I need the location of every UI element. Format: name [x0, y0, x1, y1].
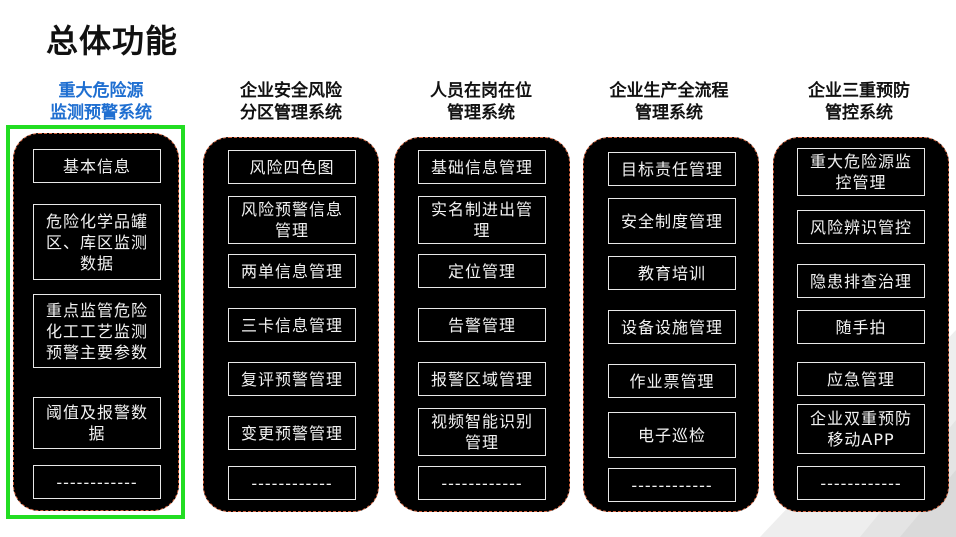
- page-title: 总体功能: [46, 22, 179, 60]
- function-item[interactable]: 基础信息管理: [418, 150, 546, 184]
- function-item[interactable]: ------------: [418, 466, 546, 500]
- function-item[interactable]: 定位管理: [418, 254, 546, 288]
- function-item[interactable]: 重大危险源监控管理: [797, 148, 925, 196]
- column-title-line2: 分区管理系统: [240, 103, 342, 123]
- function-item[interactable]: 重点监管危险化工工艺监测预警主要参数: [33, 294, 161, 368]
- function-item[interactable]: ------------: [797, 466, 925, 500]
- column-header-prevention: 企业三重预防 管控系统: [774, 80, 944, 124]
- function-item[interactable]: 电子巡检: [608, 412, 736, 458]
- function-item[interactable]: ------------: [608, 468, 736, 502]
- function-item[interactable]: 变更预警管理: [228, 416, 356, 450]
- function-item[interactable]: 企业双重预防移动APP: [797, 404, 925, 454]
- function-item[interactable]: 隐患排查治理: [797, 264, 925, 298]
- column-header-personnel: 人员在岗在位 管理系统: [396, 80, 566, 124]
- panel-major-hazard[interactable]: 基本信息 危险化学品罐区、库区监测数据 重点监管危险化工工艺监测预警主要参数 阈…: [13, 133, 179, 511]
- column-title-line1: 重大危险源: [58, 81, 144, 101]
- panel-prevention[interactable]: 重大危险源监控管理 风险辨识管控 隐患排查治理 随手拍 应急管理 企业双重预防移…: [773, 137, 949, 512]
- function-item[interactable]: 三卡信息管理: [228, 308, 356, 342]
- function-item[interactable]: 两单信息管理: [228, 254, 356, 288]
- function-item[interactable]: 视频智能识别管理: [418, 408, 546, 456]
- function-item[interactable]: 危险化学品罐区、库区监测数据: [33, 204, 161, 280]
- function-item[interactable]: 实名制进出管理: [418, 196, 546, 244]
- function-item[interactable]: ------------: [228, 466, 356, 500]
- panel-production[interactable]: 目标责任管理 安全制度管理 教育培训 设备设施管理 作业票管理 电子巡检 ---…: [583, 137, 759, 512]
- column-header-risk-zoning: 企业安全风险 分区管理系统: [206, 80, 376, 124]
- function-item[interactable]: 报警区域管理: [418, 362, 546, 396]
- column-title-line2: 管理系统: [635, 103, 703, 123]
- function-item[interactable]: 基本信息: [33, 149, 161, 183]
- column-title-line1: 企业安全风险: [240, 81, 342, 101]
- column-header-major-hazard: 重大危险源 监测预警系统: [16, 80, 186, 124]
- column-title-line2: 管控系统: [825, 103, 893, 123]
- function-item[interactable]: 作业票管理: [608, 364, 736, 398]
- column-title-line1: 人员在岗在位: [430, 81, 532, 101]
- column-title-line2: 管理系统: [447, 103, 515, 123]
- function-item[interactable]: 安全制度管理: [608, 198, 736, 244]
- function-item[interactable]: 告警管理: [418, 308, 546, 342]
- function-item[interactable]: 设备设施管理: [608, 310, 736, 344]
- function-item[interactable]: 目标责任管理: [608, 152, 736, 186]
- column-title-line1: 企业三重预防: [808, 81, 910, 101]
- panel-risk-zoning[interactable]: 风险四色图 风险预警信息管理 两单信息管理 三卡信息管理 复评预警管理 变更预警…: [203, 137, 379, 512]
- selected-column-highlight: [6, 125, 185, 519]
- panel-personnel[interactable]: 基础信息管理 实名制进出管理 定位管理 告警管理 报警区域管理 视频智能识别管理…: [394, 137, 570, 512]
- function-item[interactable]: 阈值及报警数据: [33, 397, 161, 449]
- column-title-line2: 监测预警系统: [50, 103, 152, 123]
- function-item[interactable]: 风险四色图: [228, 150, 356, 184]
- column-header-production: 企业生产全流程 管理系统: [584, 80, 754, 124]
- function-item[interactable]: 复评预警管理: [228, 362, 356, 396]
- function-item[interactable]: 风险辨识管控: [797, 210, 925, 244]
- function-item[interactable]: 风险预警信息管理: [228, 196, 356, 244]
- function-item[interactable]: 教育培训: [608, 256, 736, 290]
- function-item[interactable]: ------------: [33, 465, 161, 499]
- function-item[interactable]: 应急管理: [797, 362, 925, 396]
- function-item[interactable]: 随手拍: [797, 310, 925, 344]
- column-title-line1: 企业生产全流程: [609, 81, 729, 101]
